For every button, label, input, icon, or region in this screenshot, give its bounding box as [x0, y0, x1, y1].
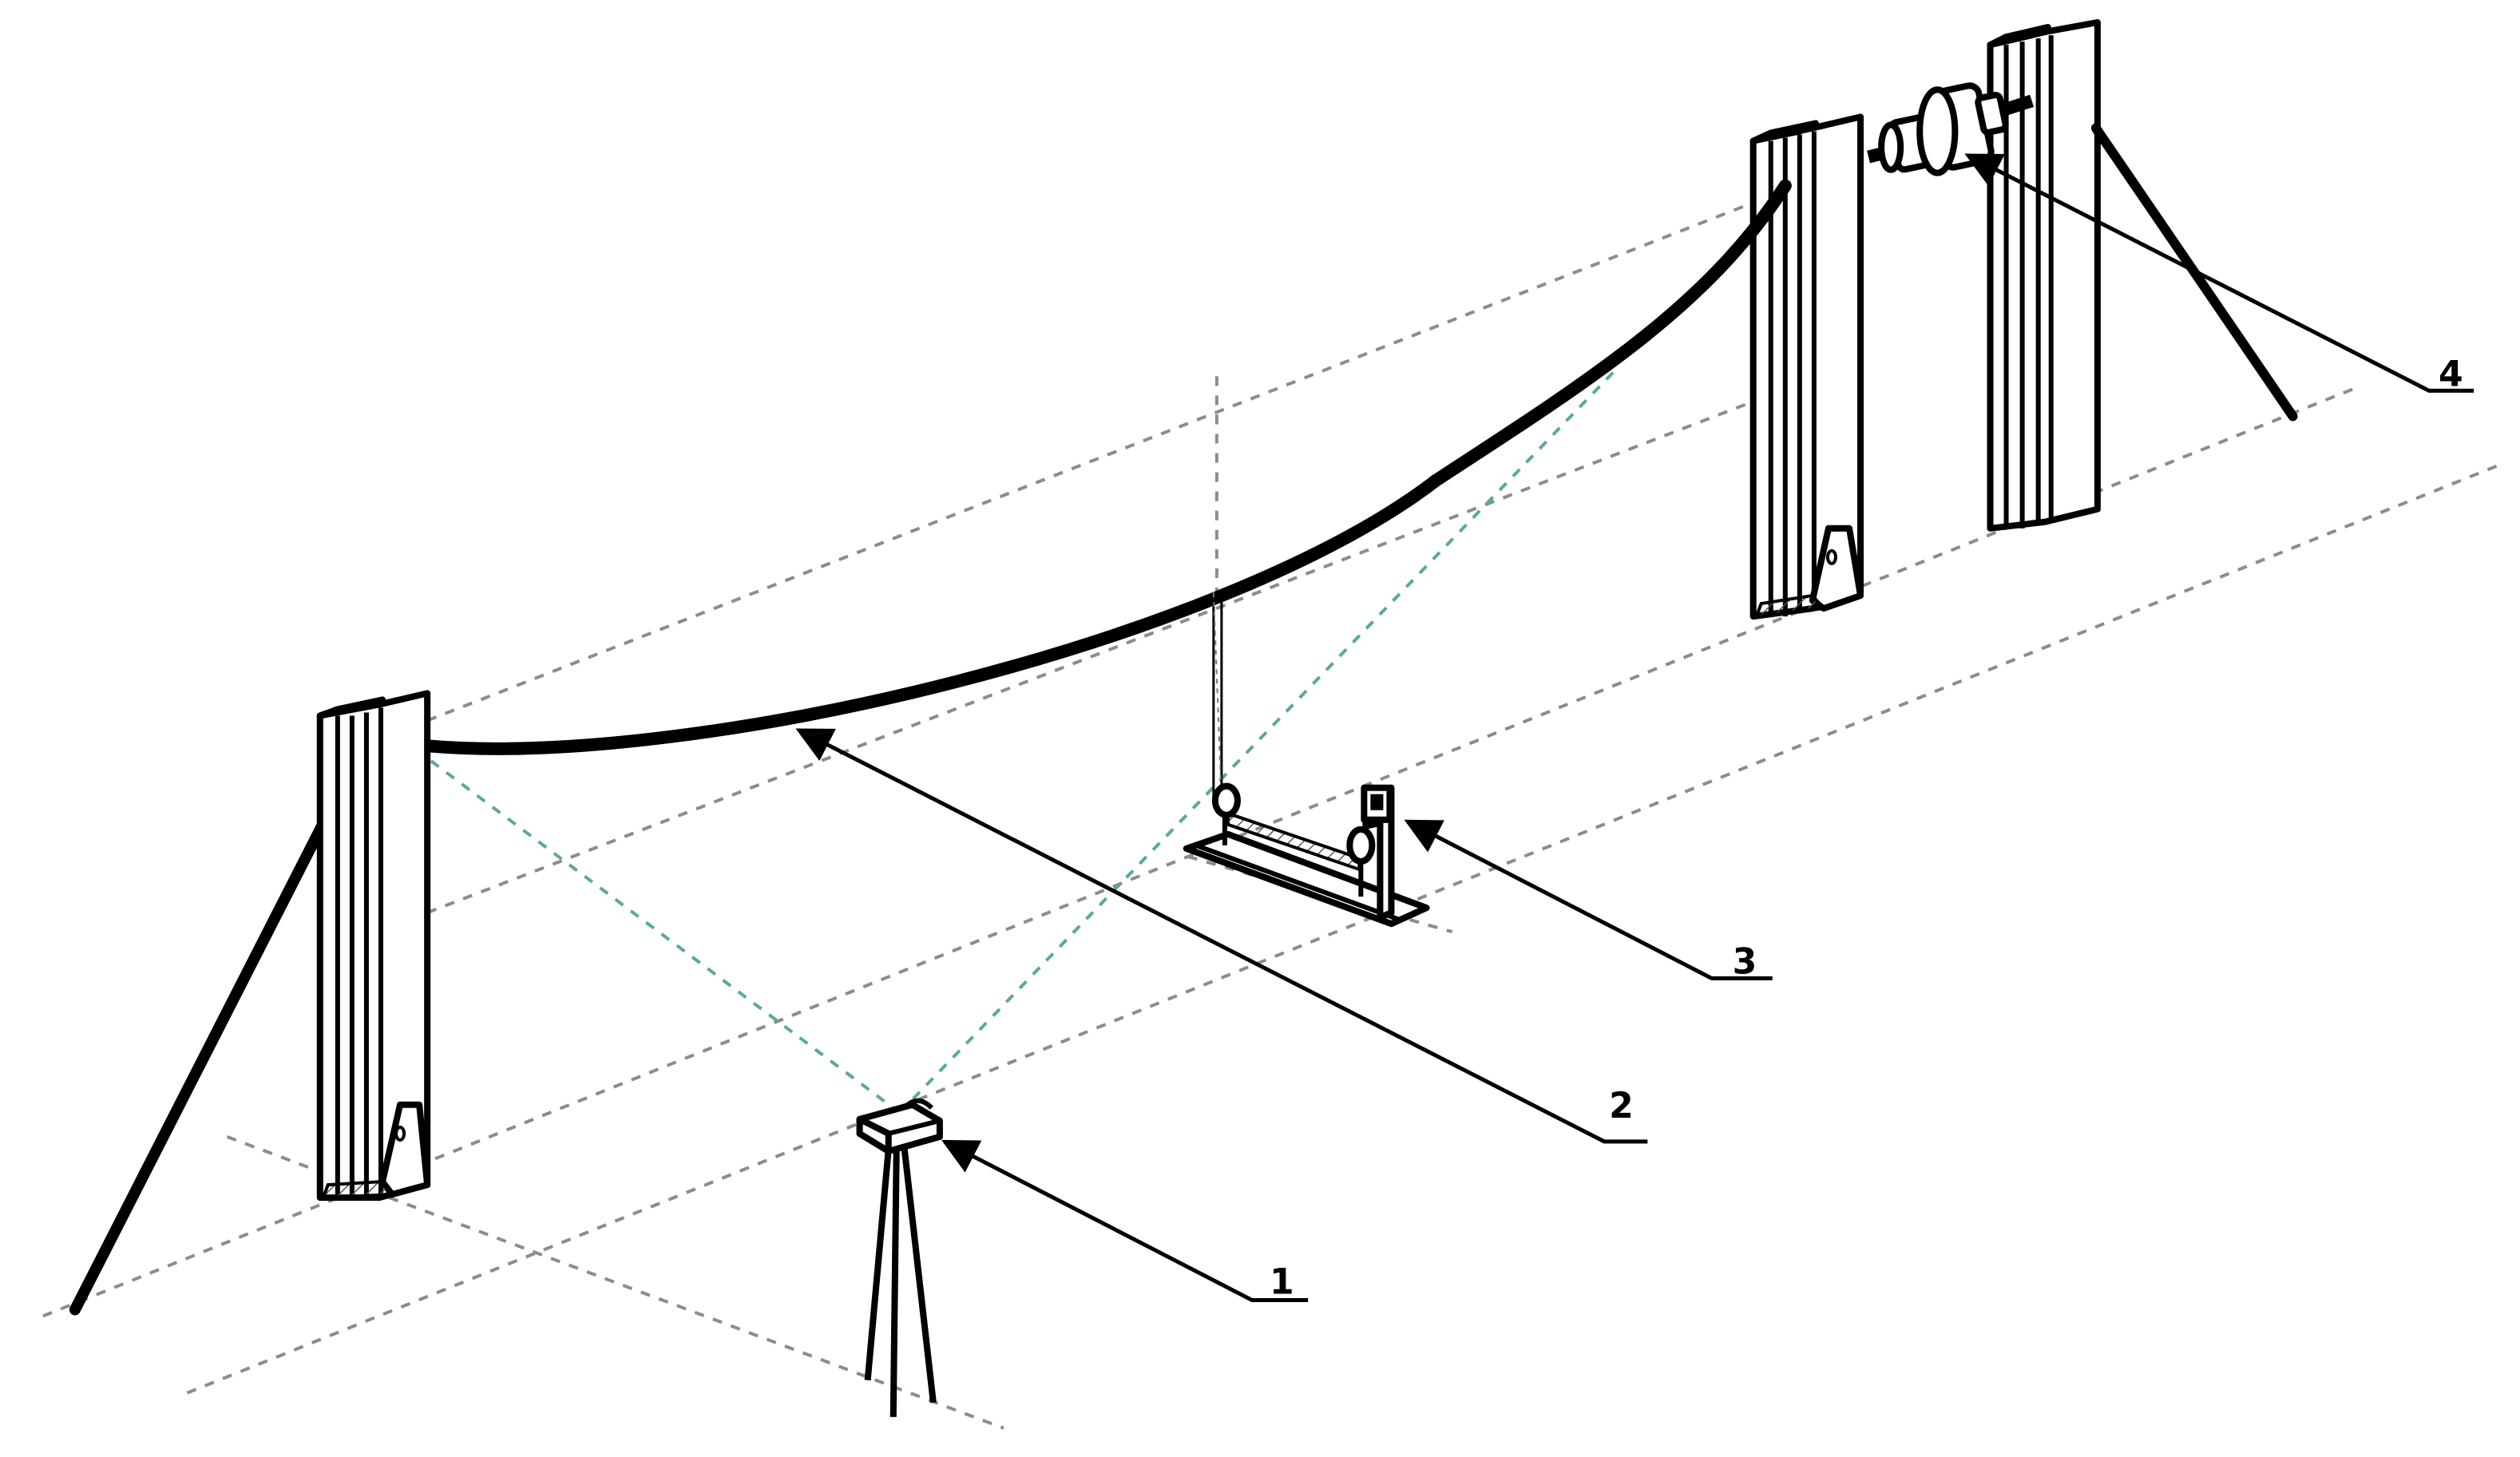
theodolite	[856, 1098, 943, 1417]
sight-line-to-right-tower	[898, 366, 1619, 1115]
leader-2	[795, 728, 1648, 1144]
right-tower-near	[1749, 113, 1864, 620]
callout-labels: 1 2 3 4	[1270, 354, 2463, 1302]
callout-label-2: 2	[1609, 1086, 1634, 1126]
leader-3	[1404, 819, 1773, 980]
guide-line-far	[42, 386, 2358, 1318]
callout-label-3: 3	[1733, 941, 1757, 982]
plumb-line	[1212, 592, 1223, 801]
callout-leaders	[795, 153, 2474, 1302]
measuring-frame	[1183, 782, 1430, 928]
tensioning-drum	[1867, 82, 2035, 176]
left-tower	[316, 690, 431, 1202]
right-tower-far	[1987, 19, 2101, 532]
leader-4	[1964, 153, 2474, 393]
sight-line-to-left-tower	[429, 759, 901, 1115]
guide-line-mid	[426, 398, 1757, 915]
sagging-cable	[424, 179, 1792, 755]
left-guy-wire	[69, 754, 361, 1316]
callout-label-1: 1	[1270, 1261, 1294, 1302]
sight-lines	[429, 366, 1619, 1115]
guide-line-upper-left	[426, 187, 1789, 723]
callout-label-4: 4	[2439, 354, 2463, 394]
leader-1	[941, 1139, 1309, 1302]
guide-line-near	[186, 462, 2502, 1395]
